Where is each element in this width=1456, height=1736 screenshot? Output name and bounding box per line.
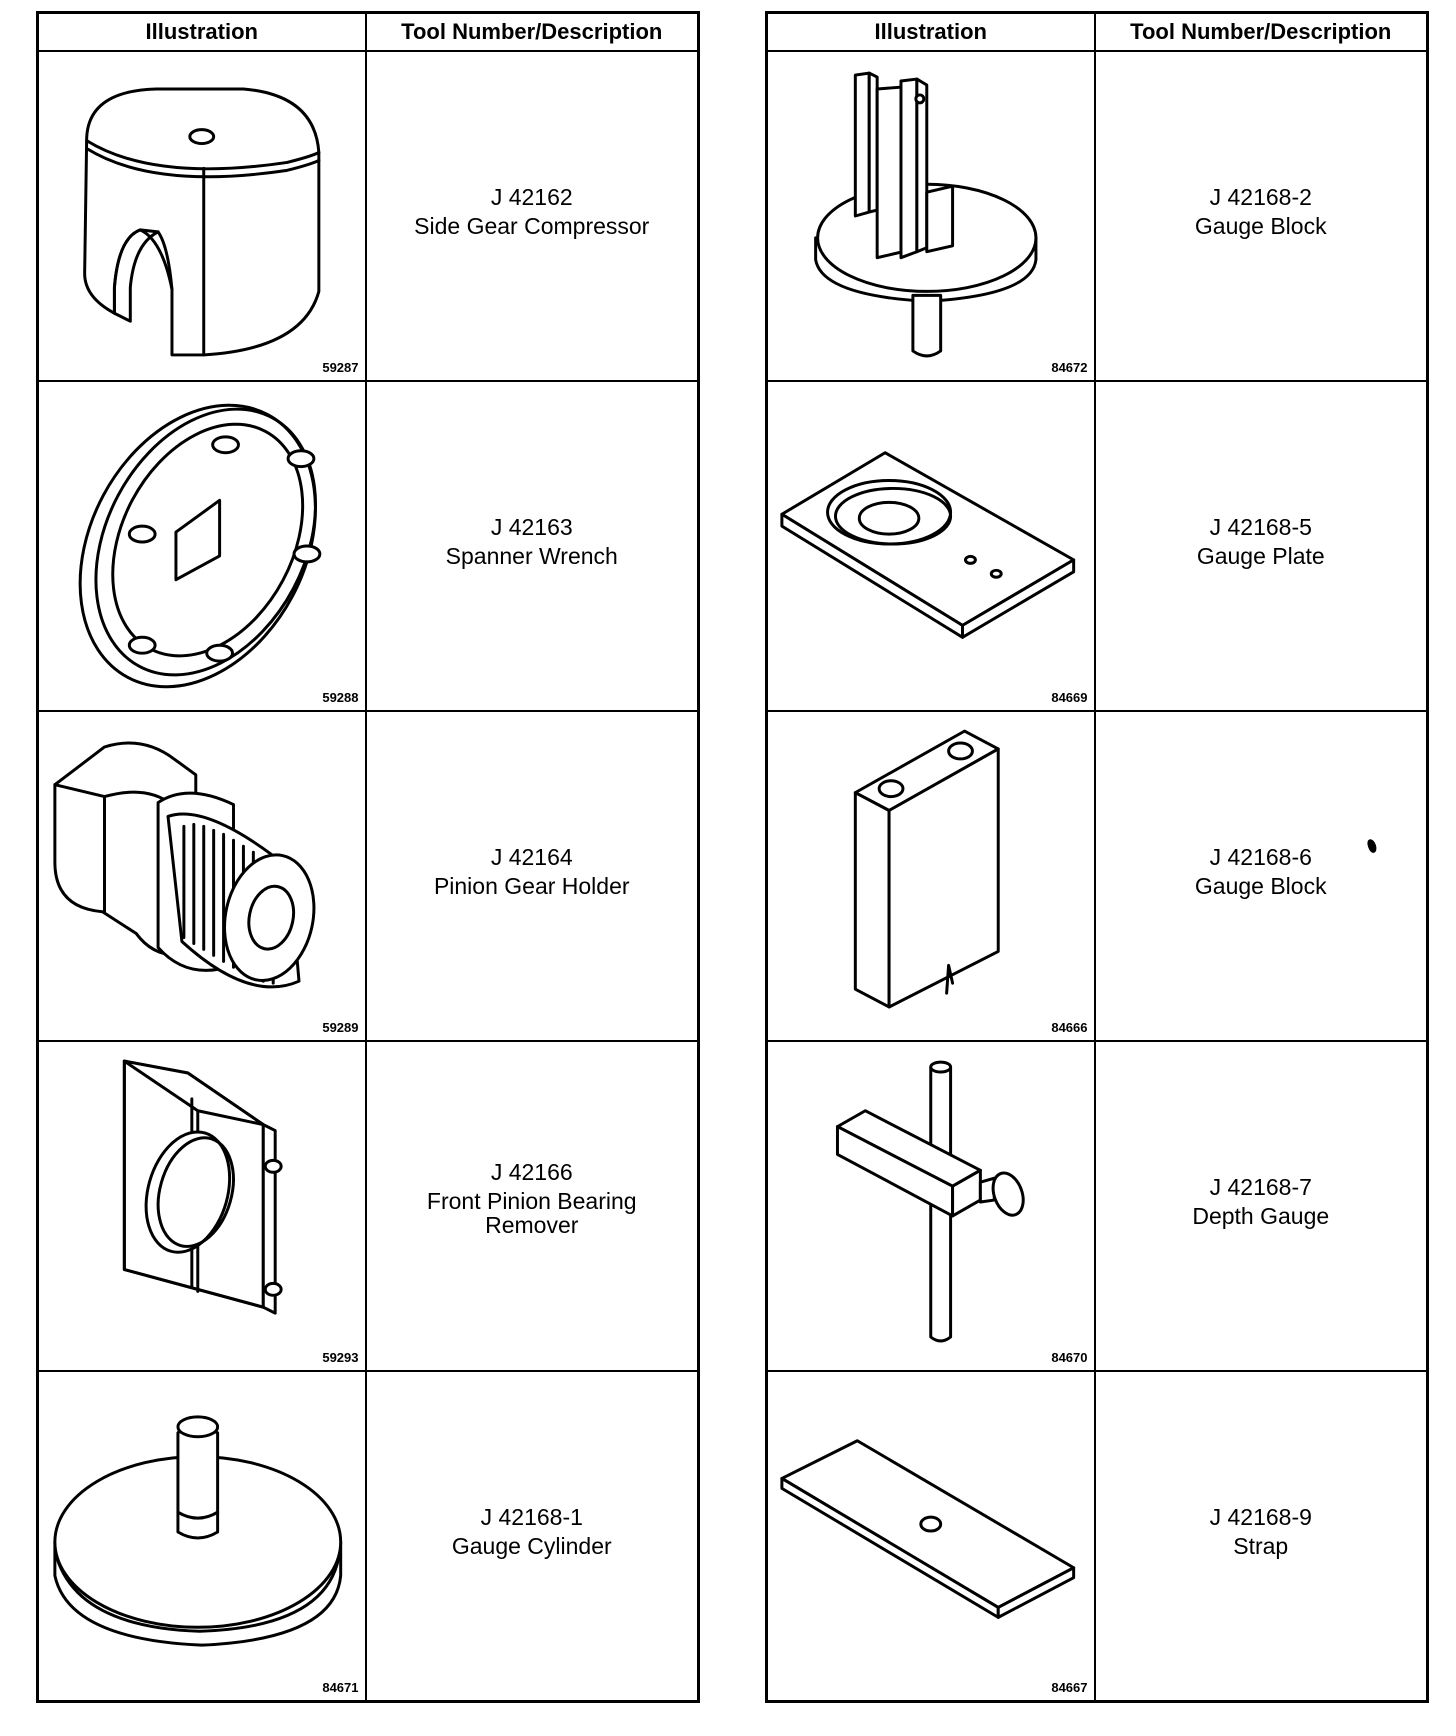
description-cell: J 42168-6 Gauge Block	[1093, 710, 1429, 1042]
tool-name: Front Pinion Bearing Remover	[426, 1188, 637, 1239]
description-cell: J 42168-7 Depth Gauge	[1093, 1040, 1429, 1372]
spanner-wrench-icon	[78, 403, 322, 689]
table-row: 84672 J 42168-2 Gauge Block	[765, 50, 1429, 382]
figure-number: 59289	[322, 1020, 359, 1035]
strap-icon	[780, 1439, 1076, 1619]
table-row: 59289 J 42164 Pinion Gear Holder	[36, 710, 700, 1042]
description-header: Tool Number/Description	[364, 11, 700, 52]
figure-number: 84670	[1051, 1350, 1088, 1365]
description-cell: J 42162 Side Gear Compressor	[364, 50, 700, 382]
table-row: 84671 J 42168-1 Gauge Cylinder	[36, 1370, 700, 1703]
table-header-row: Illustration Tool Number/Description	[36, 11, 700, 52]
description-cell: J 42168-1 Gauge Cylinder	[364, 1370, 700, 1703]
illustration-cell: 84666	[765, 710, 1096, 1042]
tool-number: J 42168-1	[480, 1504, 583, 1531]
description-cell: J 42166 Front Pinion Bearing Remover	[364, 1040, 700, 1372]
illustration-cell: 59289	[36, 710, 367, 1042]
gauge-block-icon	[853, 729, 1000, 1009]
pinion-gear-holder-icon	[53, 741, 316, 989]
tool-table-right: Illustration Tool Number/Description	[765, 11, 1429, 1703]
description-header: Tool Number/Description	[1093, 11, 1429, 52]
table-row: 84667 J 42168-9 Strap	[765, 1370, 1429, 1703]
table-header-row: Illustration Tool Number/Description	[765, 11, 1429, 52]
depth-gauge-icon	[835, 1060, 1025, 1343]
description-cell: J 42163 Spanner Wrench	[364, 380, 700, 712]
side-gear-compressor-icon	[83, 87, 321, 357]
table-row: 84666 J 42168-6 Gauge Block	[765, 710, 1429, 1042]
tool-number: J 42164	[490, 844, 573, 871]
tool-number: J 42168-6	[1209, 844, 1312, 871]
tool-number: J 42162	[490, 184, 573, 211]
illustration-header: Illustration	[36, 11, 367, 52]
figure-number: 59288	[322, 690, 359, 705]
figure-number: 59293	[322, 1350, 359, 1365]
table-row: 84669 J 42168-5 Gauge Plate	[765, 380, 1429, 712]
tool-name: Strap	[1233, 1533, 1289, 1560]
table-row: 59287 J 42162 Side Gear Compressor	[36, 50, 700, 382]
illustration-cell: 84670	[765, 1040, 1096, 1372]
figure-number: 59287	[322, 360, 359, 375]
front-pinion-bearing-remover-icon	[122, 1059, 283, 1315]
tool-name: Gauge Plate	[1196, 543, 1325, 570]
gauge-cylinder-icon	[53, 1415, 343, 1647]
table-row: 84670 J 42168-7 Depth Gauge	[765, 1040, 1429, 1372]
tool-name: Spanner Wrench	[445, 543, 618, 570]
tool-name: Gauge Block	[1194, 873, 1327, 900]
illustration-cell: 84672	[765, 50, 1096, 382]
figure-number: 84669	[1051, 690, 1088, 705]
figure-number: 84666	[1051, 1020, 1088, 1035]
description-cell: J 42164 Pinion Gear Holder	[364, 710, 700, 1042]
tool-number: J 42166	[490, 1159, 573, 1186]
table-row: 59288 J 42163 Spanner Wrench	[36, 380, 700, 712]
tool-number: J 42168-7	[1209, 1174, 1312, 1201]
illustration-cell: 84669	[765, 380, 1096, 712]
tool-number: J 42168-9	[1209, 1504, 1312, 1531]
tool-name: Side Gear Compressor	[414, 213, 650, 240]
illustration-header: Illustration	[765, 11, 1096, 52]
illustration-cell: 59293	[36, 1040, 367, 1372]
gauge-plate-icon	[780, 451, 1076, 639]
tool-number: J 42168-5	[1209, 514, 1312, 541]
illustration-cell: 84671	[36, 1370, 367, 1703]
description-cell: J 42168-9 Strap	[1093, 1370, 1429, 1703]
tool-name: Gauge Cylinder	[451, 1533, 612, 1560]
description-cell: J 42168-2 Gauge Block	[1093, 50, 1429, 382]
tool-number: J 42163	[490, 514, 573, 541]
illustration-cell: 59287	[36, 50, 367, 382]
tool-number: J 42168-2	[1209, 184, 1312, 211]
tool-name: Pinion Gear Holder	[433, 873, 630, 900]
illustration-cell: 59288	[36, 380, 367, 712]
figure-number: 84667	[1051, 1680, 1088, 1695]
tool-table-left: Illustration Tool Number/Description 592…	[36, 11, 700, 1703]
description-cell: J 42168-5 Gauge Plate	[1093, 380, 1429, 712]
gauge-block-fork-icon	[814, 71, 1038, 358]
figure-number: 84671	[322, 1680, 359, 1695]
tool-name: Depth Gauge	[1192, 1203, 1330, 1230]
tool-name: Gauge Block	[1194, 213, 1327, 240]
table-row: 59293 J 42166 Front Pinion Bearing Remov…	[36, 1040, 700, 1372]
illustration-cell: 84667	[765, 1370, 1096, 1703]
figure-number: 84672	[1051, 360, 1088, 375]
